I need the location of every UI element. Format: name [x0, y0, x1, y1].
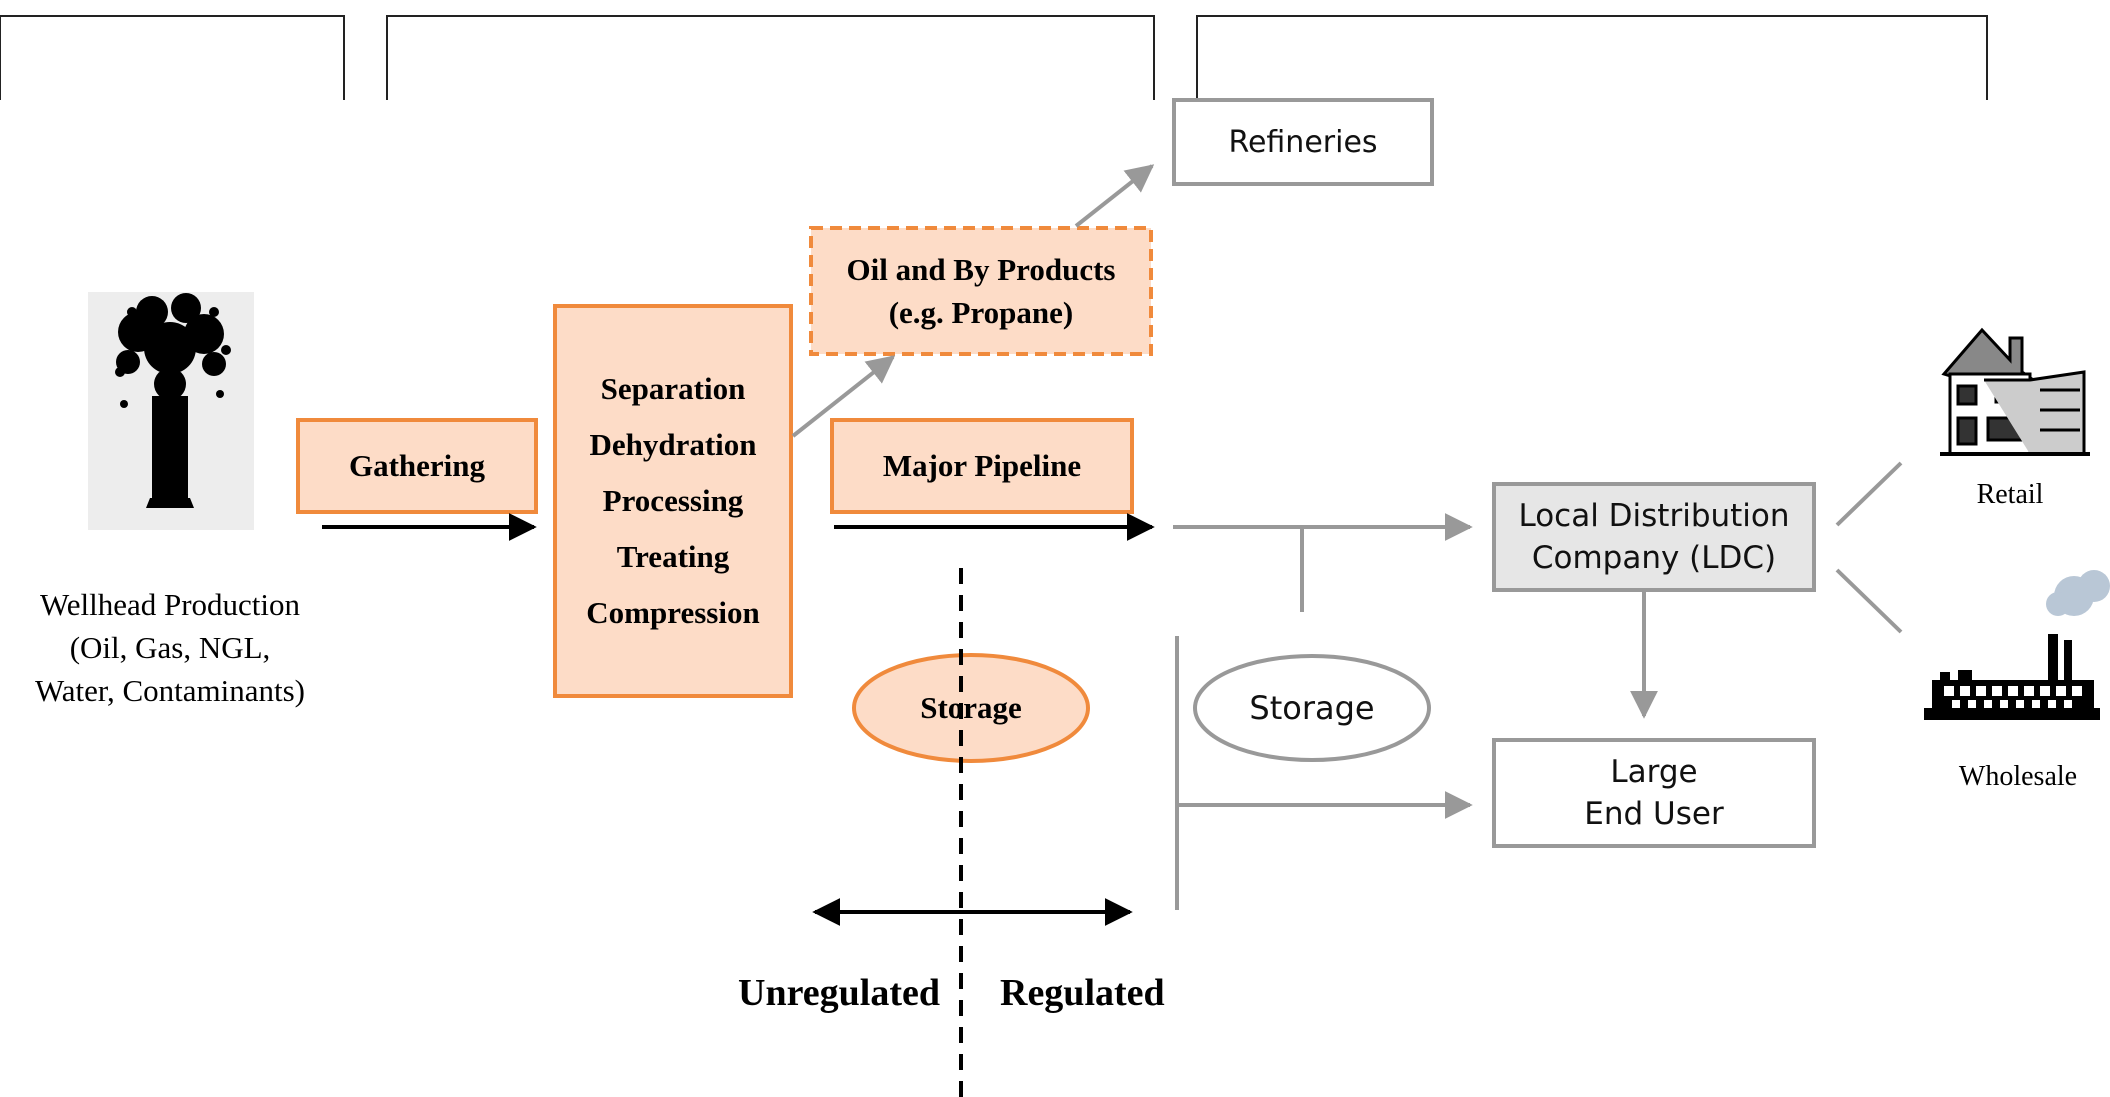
byproducts-to-refineries-arrow — [1074, 164, 1155, 228]
refineries-label: Refineries — [1228, 124, 1378, 160]
wholesale-label: Wholesale — [1958, 761, 2078, 792]
large-end-user-label: Large End User — [1584, 754, 1724, 832]
section-brackets — [0, 15, 1988, 100]
major-pipeline-label: Major Pipeline — [882, 448, 1082, 483]
processing-box — [553, 304, 793, 698]
gathering-label: Gathering — [348, 448, 486, 483]
factory-icon — [1924, 570, 2110, 720]
ldc-label: Local Distribution Company (LDC) — [1518, 498, 1790, 576]
large-end-user-box — [1492, 738, 1816, 848]
oil-well-gusher-icon — [88, 292, 254, 530]
retail-label: Retail — [1976, 479, 2044, 510]
oil-byproducts-box — [809, 226, 1153, 356]
distribution-connectors — [791, 164, 1903, 910]
downstream-bracket — [1196, 15, 1988, 100]
storage-unregulated-label: Storage — [920, 690, 1022, 725]
ldc-to-retail-line — [1835, 461, 1903, 527]
storage-regulated-label: Storage — [1249, 689, 1375, 727]
unregulated-label: Unregulated — [738, 972, 940, 1014]
refineries-box — [1172, 98, 1434, 186]
gathering-box — [296, 418, 538, 514]
storage-unregulated-ellipse — [852, 653, 1090, 763]
house-icon — [1940, 327, 2090, 456]
midstream-bracket — [386, 15, 1155, 100]
upstream-bracket — [0, 15, 345, 100]
processing-to-byproducts-arrow — [791, 355, 896, 438]
oil-byproducts-label: Oil and By Products (e.g. Propane) — [846, 252, 1116, 330]
processing-label: Separation Dehydration Processing Treati… — [586, 371, 760, 630]
regulated-label: Regulated — [1000, 972, 1165, 1014]
major-pipeline-box — [830, 418, 1134, 514]
ldc-to-wholesale-line — [1835, 568, 1903, 634]
storage-regulated-ellipse — [1193, 654, 1431, 762]
ldc-box — [1492, 482, 1816, 592]
wellhead-label: Wellhead Production (Oil, Gas, NGL, Wate… — [34, 586, 306, 708]
